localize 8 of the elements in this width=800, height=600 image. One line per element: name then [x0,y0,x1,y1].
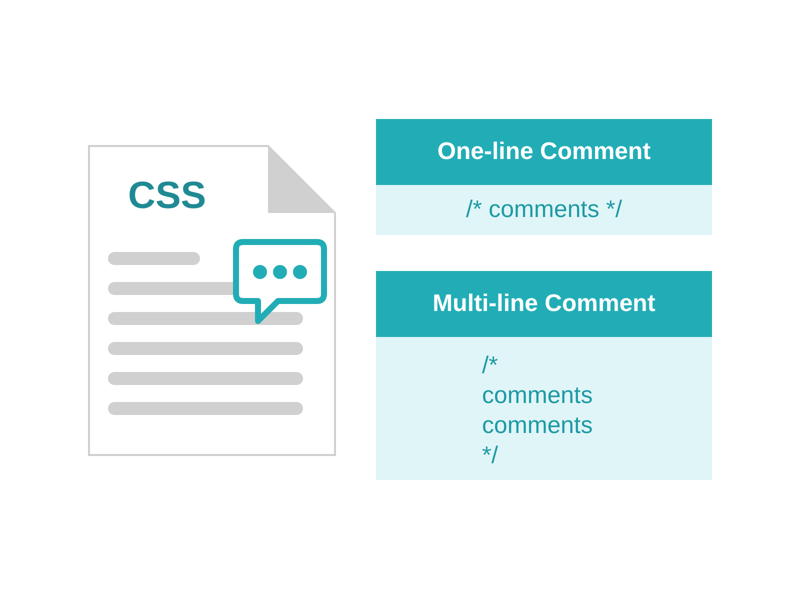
code-line: comments [482,411,593,441]
card-header: Multi-line Comment [376,271,712,337]
code-line: /* comments */ [466,196,622,224]
document-title: CSS [128,175,206,218]
code-line: comments [482,381,593,411]
code-line: /* [482,351,498,381]
card-header: One-line Comment [376,119,712,185]
code-line: */ [482,441,498,471]
